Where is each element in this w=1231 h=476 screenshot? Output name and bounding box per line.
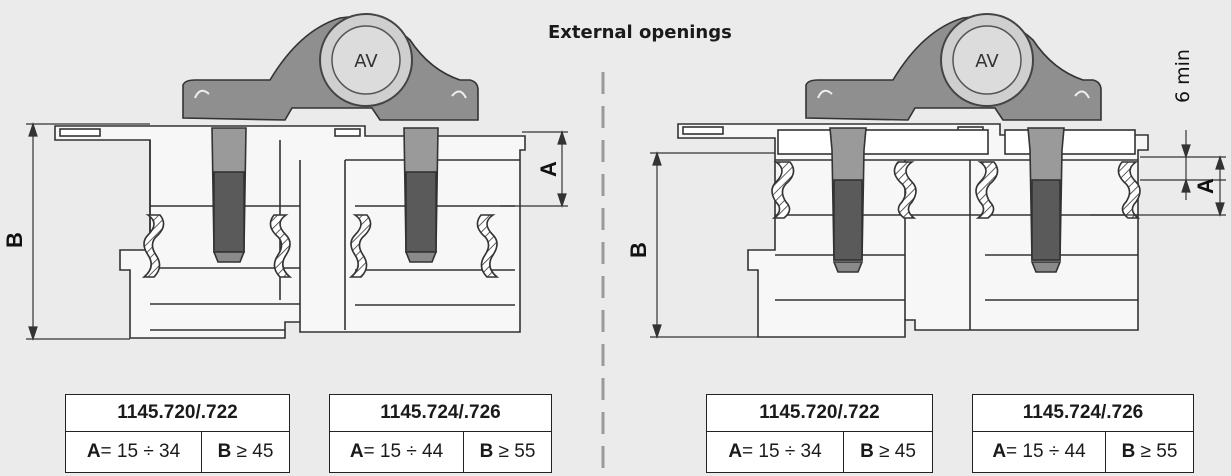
spec-code: 1145.724/.726 (972, 394, 1194, 432)
page-title: External openings (548, 22, 732, 43)
spec-b-cell: B ≥ 55 (1105, 431, 1194, 473)
spec-a-cell: A= 15 ÷ 44 (972, 431, 1106, 473)
logo-right: AV (975, 51, 999, 72)
dimension-6min-label: 6 min (1172, 49, 1194, 103)
spec-code: 1145.720/.722 (65, 394, 290, 432)
spec-a-cell: A= 15 ÷ 34 (65, 431, 202, 473)
gasket-left-2 (269, 214, 293, 278)
spec-code: 1145.720/.722 (706, 394, 933, 432)
spec-b-cell: B ≥ 45 (201, 431, 290, 473)
gasket-right-4 (1117, 161, 1141, 219)
gasket-left-1 (141, 214, 165, 278)
gasket-right-2 (893, 161, 917, 219)
spec-a-cell: A= 15 ÷ 34 (706, 431, 844, 473)
dimension-b-left (26, 122, 150, 341)
spec-b-cell: B ≥ 55 (463, 431, 552, 473)
spec-a-cell: A= 15 ÷ 44 (329, 431, 464, 473)
dimension-a-label-right: A (1193, 178, 1218, 194)
left-assembly: AV (54, 13, 526, 339)
dimension-a-left (500, 130, 568, 208)
dimension-b-right (650, 151, 775, 339)
frame-profile-right (677, 123, 1149, 338)
gasket-left-3 (348, 214, 372, 278)
spec-table-2: 1145.724/.726 A= 15 ÷ 44 B ≥ 55 (329, 394, 552, 473)
spec-table-1: 1145.720/.722 A= 15 ÷ 34 B ≥ 45 (65, 394, 290, 473)
spec-b-cell: B ≥ 45 (843, 431, 933, 473)
gasket-right-1 (771, 161, 795, 219)
right-assembly: AV (677, 13, 1149, 338)
gasket-left-4 (476, 214, 500, 278)
dimension-b-label-right: B (626, 242, 651, 258)
frame-profile-left (54, 125, 526, 339)
logo-left: AV (354, 51, 378, 72)
dimension-a-label-left: A (536, 161, 561, 177)
dimension-6min (1090, 130, 1226, 217)
spec-table-3: 1145.720/.722 A= 15 ÷ 34 B ≥ 45 (706, 394, 933, 473)
spec-code: 1145.724/.726 (329, 394, 552, 432)
gasket-right-3 (975, 161, 999, 219)
dimension-b-label-left: B (2, 232, 27, 248)
spec-table-4: 1145.724/.726 A= 15 ÷ 44 B ≥ 55 (972, 394, 1194, 473)
